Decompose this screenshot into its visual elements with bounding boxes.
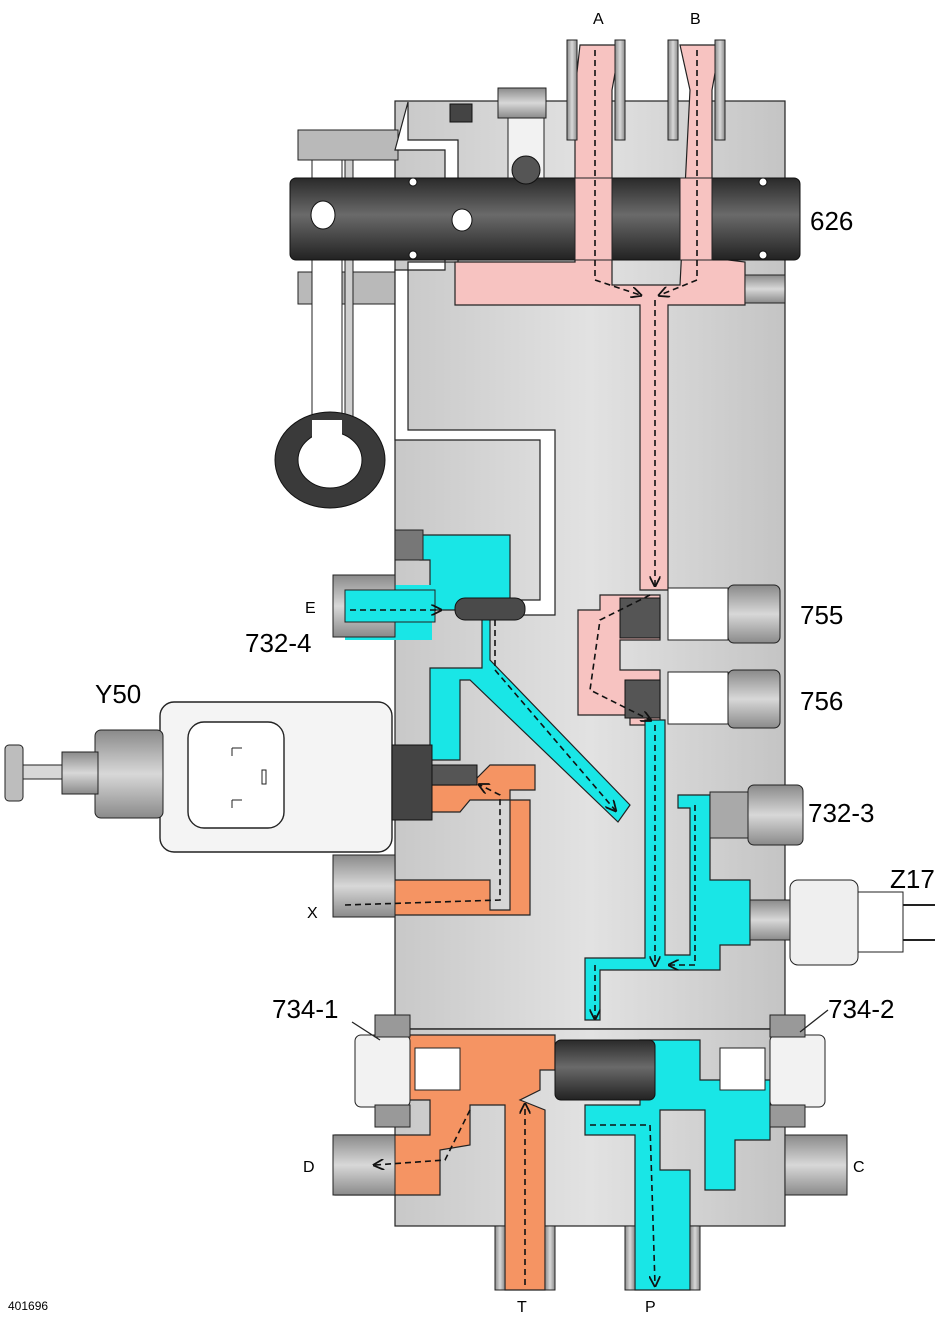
label-732-3: 732-3	[808, 798, 875, 828]
label-port-b: B	[690, 11, 701, 28]
label-756: 756	[800, 686, 843, 716]
fitting-c	[784, 1134, 848, 1196]
actuator-linkage	[274, 129, 399, 509]
leader-734-1	[351, 1021, 381, 1041]
label-port-t: T	[517, 1299, 527, 1316]
label-755: 755	[800, 600, 843, 630]
spool-626	[289, 177, 801, 261]
valve-755	[619, 584, 781, 644]
label-z17: Z17	[890, 864, 935, 894]
fitting-t	[494, 1225, 556, 1291]
check-valve-734-1	[354, 1014, 461, 1128]
fitting-b	[667, 39, 726, 141]
solenoid-y50	[4, 701, 478, 853]
fitting-d	[332, 1134, 396, 1196]
label-734-1: 734-1	[272, 994, 339, 1024]
fitting-e	[332, 529, 526, 638]
label-626: 626	[810, 206, 853, 236]
label-port-a: A	[593, 11, 604, 28]
figure-id: 401696	[8, 1299, 48, 1313]
fitting-p	[624, 1225, 701, 1291]
fitting-x	[332, 854, 396, 918]
sensor-z17	[749, 879, 935, 966]
label-port-e: E	[305, 600, 316, 617]
valve-756	[624, 669, 781, 729]
label-y50: Y50	[95, 679, 141, 709]
check-valve-734-2	[719, 1014, 826, 1128]
leader-734-2	[799, 1009, 829, 1033]
flow-arrows	[344, 50, 698, 1285]
label-port-c: C	[853, 1159, 865, 1176]
label-port-x: X	[307, 905, 318, 922]
valve-732-3	[709, 784, 804, 846]
label-734-2: 734-2	[828, 994, 895, 1024]
label-port-p: P	[645, 1299, 656, 1316]
label-port-d: D	[303, 1159, 315, 1176]
bottom-spool	[554, 1039, 656, 1101]
ball-check	[449, 87, 547, 185]
fitting-a	[566, 39, 626, 141]
label-732-4: 732-4	[245, 628, 312, 658]
